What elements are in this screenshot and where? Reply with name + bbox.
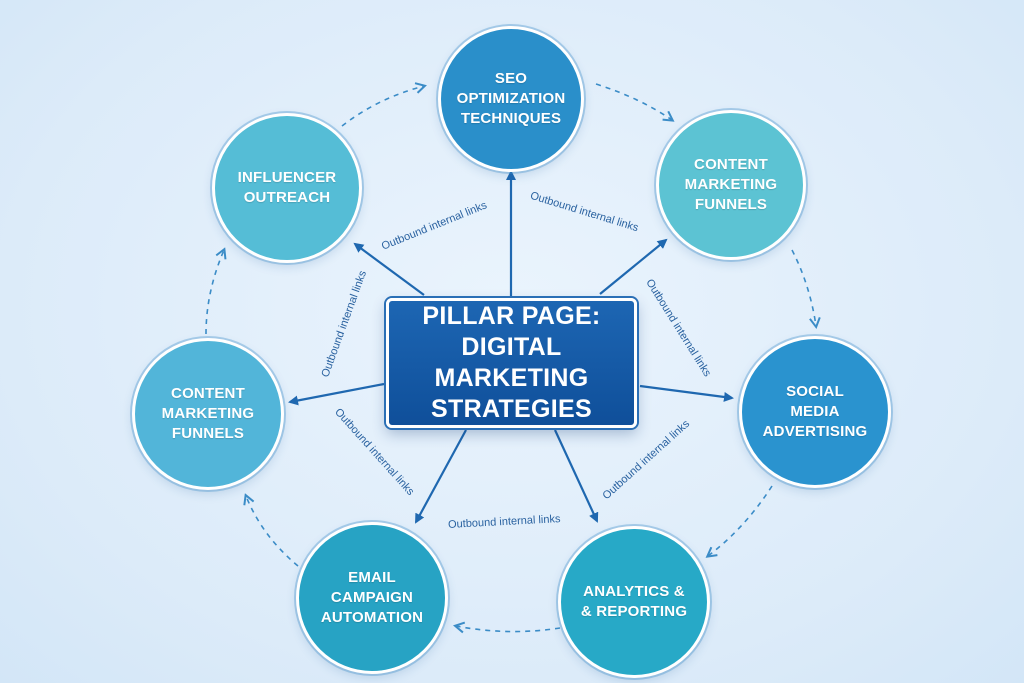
node-email-circle	[296, 522, 448, 674]
node-email-campaign[interactable]: EMAIL CAMPAIGN AUTOMATION	[296, 522, 448, 674]
spoke-arrow-social	[639, 384, 734, 402]
node-analytics[interactable]: ANALYTICS & & REPORTING	[558, 526, 710, 678]
cycle-arrow-content-to-influencer	[205, 250, 224, 335]
node-email-label: EMAIL CAMPAIGN AUTOMATION	[320, 569, 424, 626]
node-influencer-outreach[interactable]: INFLUENCER OUTREACH	[212, 113, 362, 263]
pillar-page-title: PILLAR PAGE: DIGITAL MARKETING STRATEGIE…	[422, 302, 601, 423]
node-content-left-label: CONTENT MARKETING FUNNELS	[161, 385, 255, 442]
spoke-arrow-analytics	[554, 429, 599, 523]
node-influencer-circle	[212, 113, 362, 263]
spoke-arrow-email	[415, 429, 467, 524]
spoke-arrow-content-left	[288, 382, 385, 406]
node-analytics-label: ANALYTICS & & REPORTING	[580, 583, 688, 620]
node-seo-optimization[interactable]: SEO OPTIMIZATION TECHNIQUES	[438, 26, 584, 172]
cycle-arrow-analytics-to-email	[456, 626, 561, 632]
node-analytics-circle	[558, 526, 710, 678]
cycle-arrow-seo-to-content	[595, 83, 672, 120]
node-content-marketing-right[interactable]: CONTENT MARKETING FUNNELS	[656, 110, 806, 260]
cycle-arrow-email-to-content	[246, 496, 299, 567]
node-social-circle	[739, 336, 891, 488]
pillar-page-box[interactable]: PILLAR PAGE: DIGITAL MARKETING STRATEGIE…	[386, 298, 637, 428]
cycle-arrow-social-to-analytics	[708, 485, 773, 556]
node-social-media[interactable]: SOCIAL MEDIA ADVERTISING	[739, 336, 891, 488]
node-content-right-circle	[656, 110, 806, 260]
node-social-label: SOCIAL MEDIA ADVERTISING	[762, 383, 868, 440]
node-content-right-label: CONTENT MARKETING FUNNELS	[684, 156, 778, 213]
spoke-arrow-influencer	[353, 242, 425, 296]
cycle-arrow-influencer-to-seo	[341, 86, 424, 127]
node-content-left-circle	[132, 338, 284, 490]
node-influencer-label: INFLUENCER OUTREACH	[237, 169, 337, 206]
cycle-arrow-content-to-social	[791, 249, 816, 326]
node-seo-circle	[438, 26, 584, 172]
node-seo-label: SEO OPTIMIZATION TECHNIQUES	[456, 70, 566, 127]
spoke-arrow-content-right	[599, 238, 668, 295]
node-content-marketing-left[interactable]: CONTENT MARKETING FUNNELS	[132, 338, 284, 490]
